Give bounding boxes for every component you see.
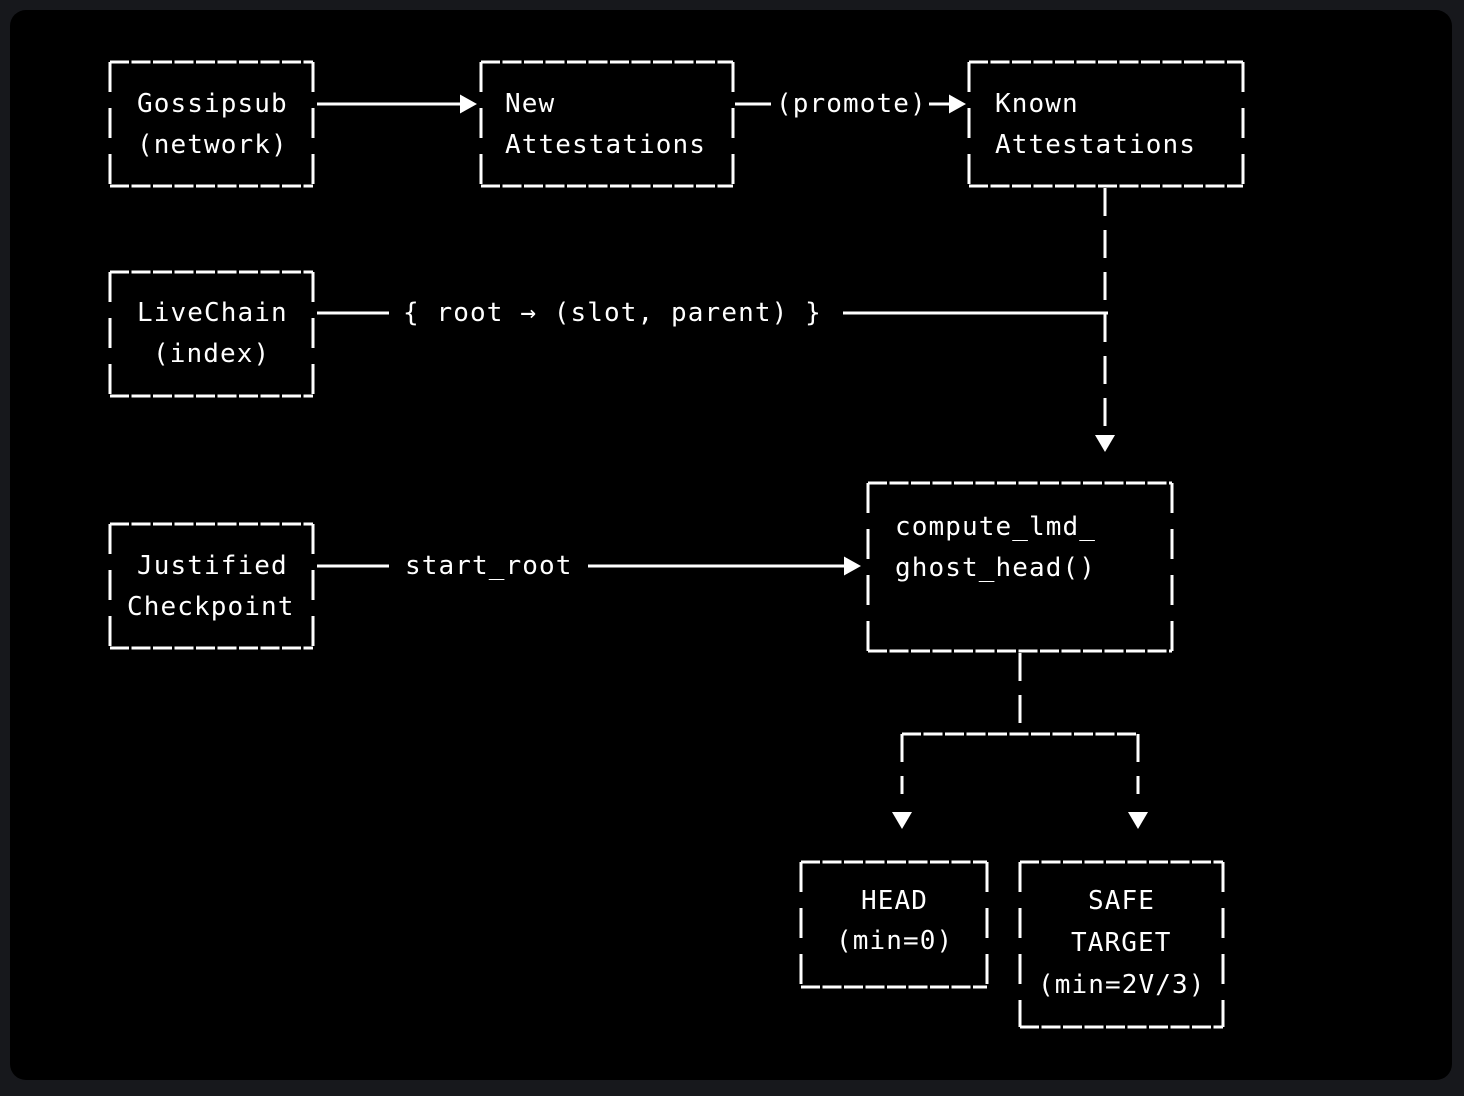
node-justified-checkpoint-label-line2: Checkpoint: [127, 592, 295, 622]
node-compute-label-line1: compute_lmd_: [895, 512, 1096, 542]
node-gossipsub-label-line1: Gossipsub: [137, 89, 288, 119]
node-new-attestations-border-v: [479, 62, 735, 186]
node-safe-target-label-line3: (min=2V/3): [1038, 970, 1206, 1000]
node-safe-target-label-line2: TARGET: [1071, 928, 1172, 958]
node-known-attestations: Known Attestations: [967, 60, 1245, 188]
edge-compute-split: [892, 653, 1148, 829]
node-known-attestations-label-line2: Attestations: [995, 130, 1196, 160]
node-livechain: LiveChain (index): [108, 270, 315, 398]
node-safe-target-border-v: [1018, 862, 1225, 1027]
node-new-attestations-label-line2: Attestations: [505, 130, 706, 160]
arrow-right-icon: [460, 94, 477, 114]
node-head-label-line2: (min=0): [836, 926, 953, 956]
node-new-attestations-label-line1: New: [505, 89, 555, 119]
node-gossipsub-border-v: [108, 62, 315, 186]
node-safe-target: SAFE TARGET (min=2V/3): [1018, 860, 1225, 1029]
node-livechain-border-h: [110, 270, 313, 398]
node-safe-target-label-line1: SAFE: [1088, 886, 1155, 916]
edge-livechain-root-map: { root → (slot, parent) }: [317, 298, 1108, 328]
node-justified-checkpoint-border-v: [108, 524, 315, 648]
edge-justified-start-root: start_root: [317, 551, 861, 581]
node-compute-lmd-ghost-head: compute_lmd_ ghost_head(): [866, 481, 1174, 653]
node-new-attestations: New Attestations: [479, 60, 735, 188]
arrow-right-icon: [844, 556, 861, 576]
edge-new-to-known-promote: (promote): [735, 89, 966, 119]
node-gossipsub-label-line2: (network): [137, 130, 288, 160]
edge-start-root-label: start_root: [405, 551, 573, 581]
node-compute-border-h: [868, 481, 1172, 653]
node-gossipsub: Gossipsub (network): [108, 60, 315, 188]
node-head-border-v: [799, 862, 989, 987]
node-compute-border-v: [866, 483, 1174, 651]
arrow-down-icon: [1128, 812, 1148, 829]
edge-known-to-compute: [1095, 188, 1115, 452]
node-known-attestations-border-v: [967, 62, 1245, 186]
canvas-background: [10, 10, 1452, 1080]
node-head: HEAD (min=0): [799, 860, 989, 989]
arrow-right-icon: [949, 94, 966, 114]
node-head-border-h: [801, 860, 987, 989]
edge-root-map-label: { root → (slot, parent) }: [403, 298, 822, 328]
arrow-down-icon: [892, 812, 912, 829]
node-justified-checkpoint-label-line1: Justified: [137, 551, 288, 581]
node-justified-checkpoint: Justified Checkpoint: [108, 522, 315, 650]
node-livechain-border-v: [108, 272, 315, 396]
node-known-attestations-label-line1: Known: [995, 89, 1079, 119]
node-compute-label-line2: ghost_head(): [895, 553, 1096, 583]
arrow-down-icon: [1095, 435, 1115, 452]
node-gossipsub-border-h: [110, 60, 313, 188]
node-known-attestations-border-h: [969, 60, 1243, 188]
edge-promote-label: (promote): [776, 89, 927, 119]
node-livechain-label-line1: LiveChain: [137, 298, 288, 328]
node-livechain-label-line2: (index): [153, 339, 270, 369]
node-safe-target-border-h: [1020, 860, 1223, 1029]
node-head-label-line1: HEAD: [861, 886, 928, 916]
edge-gossipsub-to-new: [317, 94, 477, 114]
node-new-attestations-border-h: [481, 60, 733, 188]
node-justified-checkpoint-border-h: [110, 522, 313, 650]
